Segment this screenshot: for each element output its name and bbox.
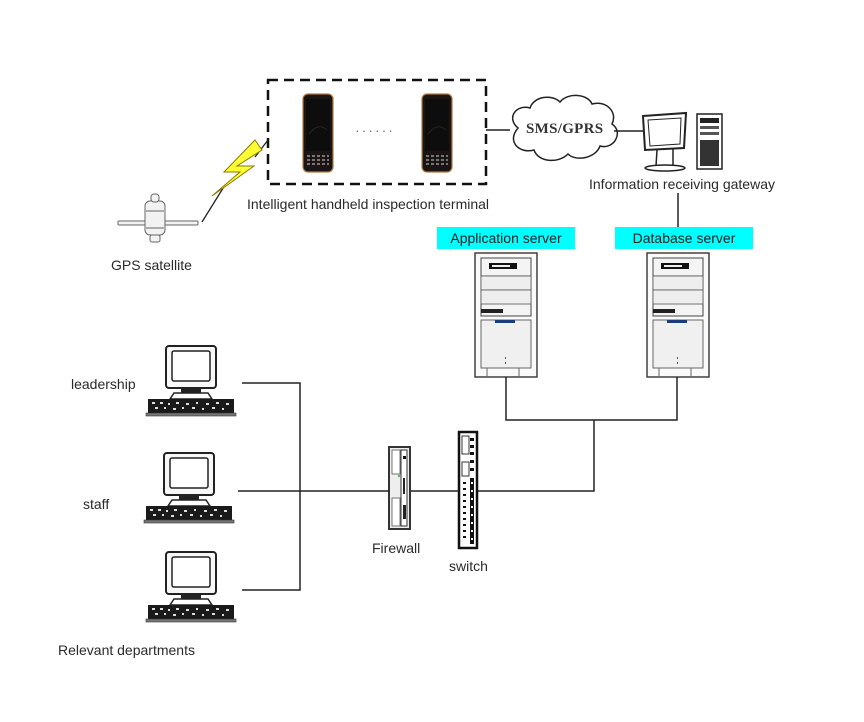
workstation-departments-icon [145,551,237,623]
staff-label: staff [83,496,110,512]
relevant-departments-label: Relevant departments [58,642,195,658]
database-server-icon [646,252,710,378]
handheld-terminal-icon-1 [302,93,334,173]
database-server-label: Database server [615,227,753,249]
handheld-terminal-icon-2 [421,93,453,173]
terminal-ellipsis: ······ [355,122,395,138]
satellite-icon [117,193,199,243]
cloud-icon [512,94,618,162]
bus-to-switch-line [475,420,595,492]
lightning-icon [211,139,263,197]
gateway-computer-icon [641,111,723,172]
switch-label: switch [449,558,488,574]
application-server-label: Application server [437,227,575,249]
workstation-staff-icon [143,452,235,524]
leadership-label: leadership [71,376,136,392]
workstation-leadership-icon [145,345,237,417]
server-bus-line [505,377,678,421]
cloud-label: SMS/GPRS [526,121,604,137]
switch-icon [457,430,479,550]
handheld-terminal-label: Intelligent handheld inspection terminal [247,196,490,212]
client-bus-line [242,382,301,591]
firewall-icon [388,446,411,530]
handheld-terminal-group-box [266,78,488,186]
gps-link-line-lower [201,184,226,223]
application-server-icon [474,252,538,378]
gps-satellite-label: GPS satellite [111,257,192,273]
gateway-label: Information receiving gateway [589,176,775,192]
firewall-label: Firewall [372,540,421,556]
